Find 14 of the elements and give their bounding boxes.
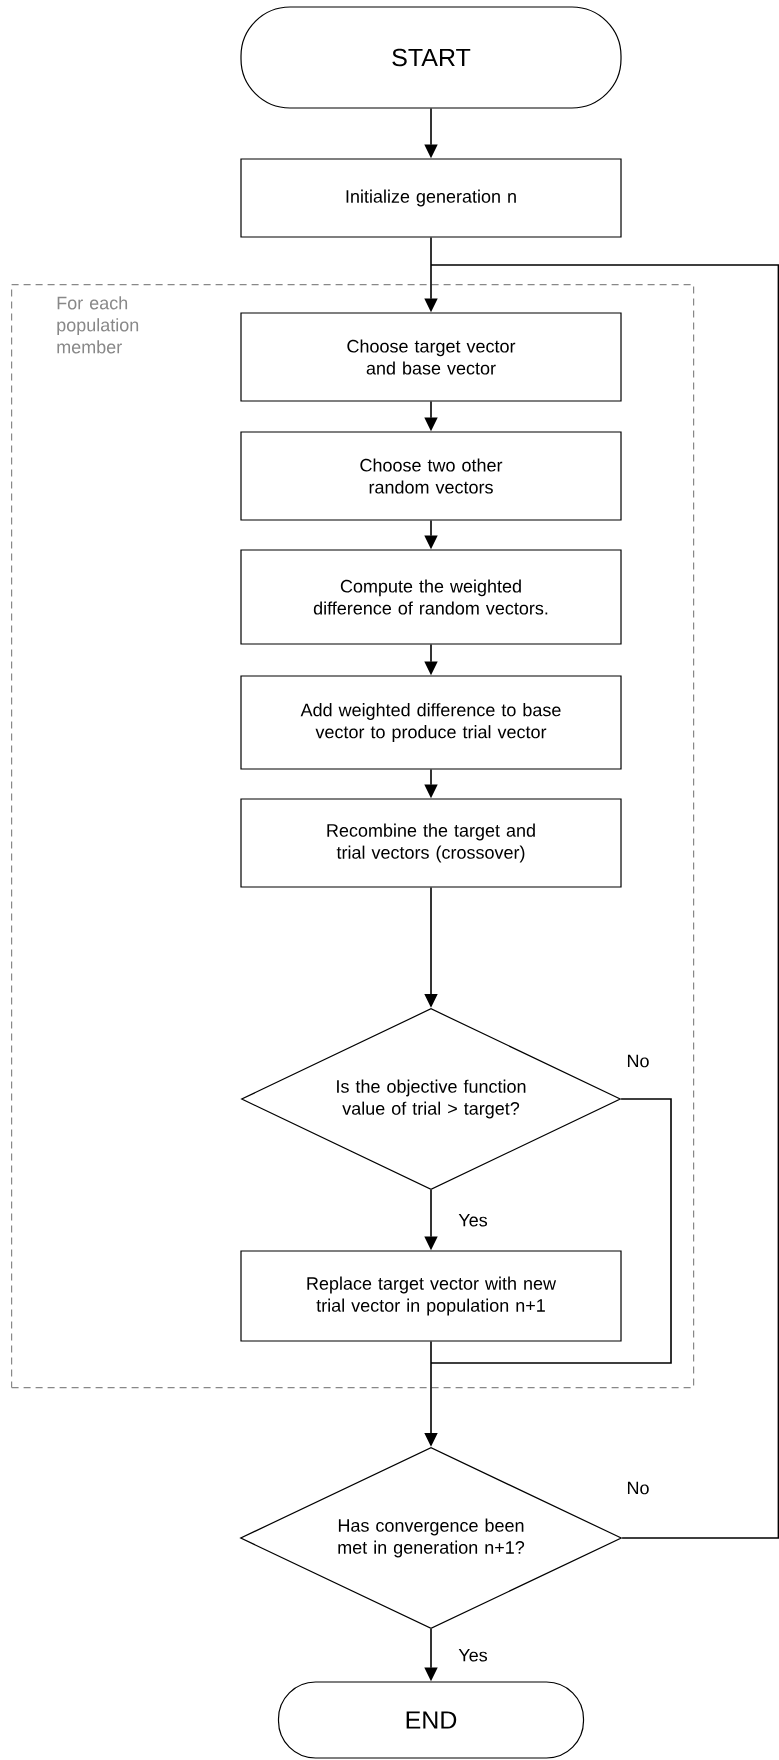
- process-box: Add weighted difference to base vector to produce trial vector: [240, 675, 622, 770]
- process-box: Choose target vector and base vector: [240, 312, 622, 402]
- process-box: Initialize generation n: [240, 158, 622, 238]
- edge-label: No: [625, 1053, 651, 1069]
- connector-line: [430, 1098, 672, 1364]
- process-box: Compute the weighted difference of random vectors.: [240, 549, 622, 645]
- edge-label: No: [625, 1480, 651, 1496]
- connector-line: [430, 236, 432, 266]
- edge-label: Yes: [457, 1212, 489, 1228]
- edge-label: Yes: [457, 1647, 489, 1663]
- connector-line: [430, 1340, 432, 1364]
- process-box: Replace target vector with new trial vector in population n+1: [240, 1250, 622, 1342]
- process-box: Recombine the target and trial vectors (crossover): [240, 798, 622, 888]
- process-box: Choose two other random vectors: [240, 431, 622, 521]
